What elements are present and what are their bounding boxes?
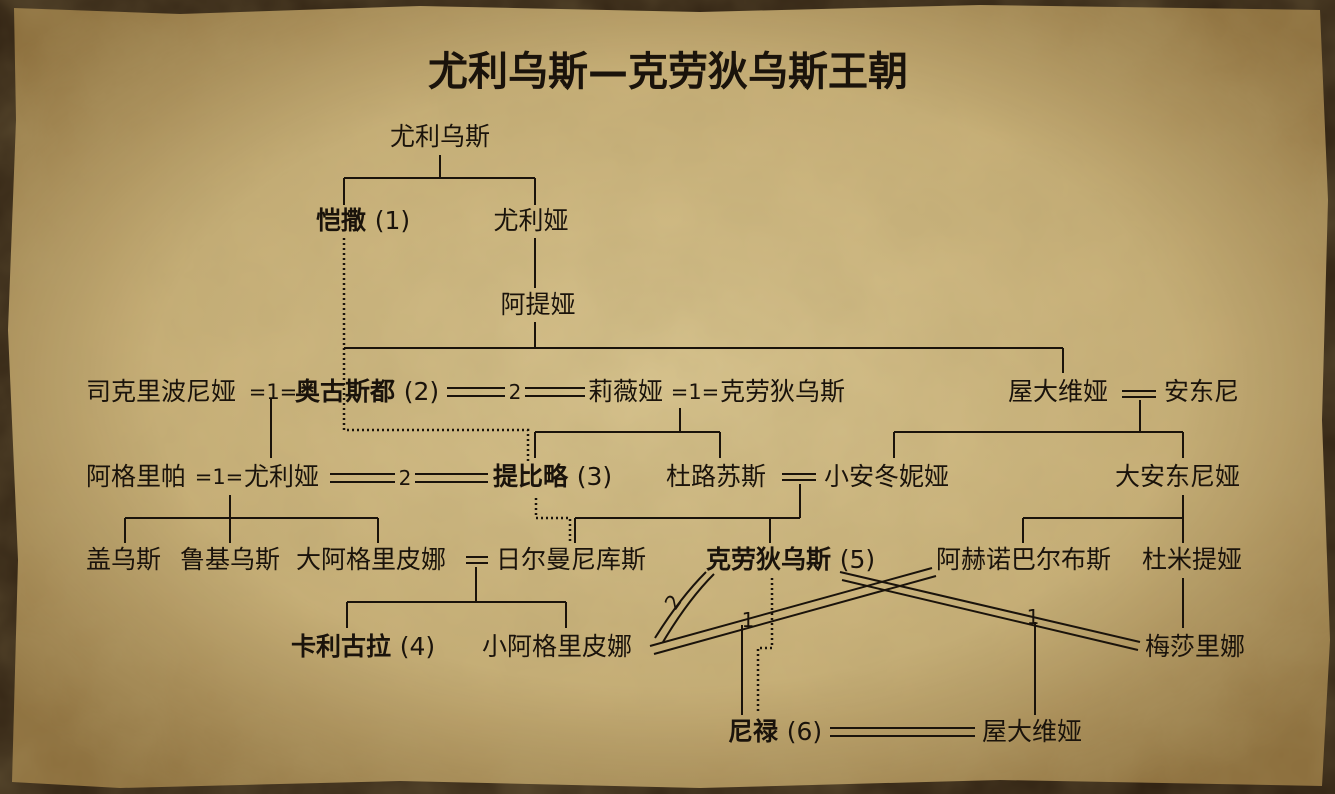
person-octavia: 屋大维娅 [1008,377,1109,406]
person-octavia-daughter: 屋大维娅 [982,717,1083,746]
person-livia: 莉薇娅 [588,377,664,406]
page-title: 尤利乌斯—克劳狄乌斯王朝 [428,49,908,95]
person-augustus: 奥古斯都 (2) [295,377,440,406]
marriage-label-augustus-livia: 2 [508,380,522,404]
person-julia-sister: 尤利娅 [493,206,569,235]
person-domitia: 杜米提娅 [1142,545,1243,574]
person-drusus: 杜路苏斯 [666,462,767,491]
person-agrippina-minor: 小阿格里皮娜 [482,632,633,661]
person-agrippa: 阿格里帕 [86,462,187,491]
person-messalina: 梅莎里娜 [1145,632,1246,661]
marriage-label-scribonia-augustus: =1= [248,380,298,404]
person-caesar: 恺撒 (1) [316,206,411,235]
person-julia-daughter: 尤利娅 [244,462,320,491]
person-scribonia: 司克里波尼娅 [86,377,237,406]
person-tiberius: 提比略 (3) [493,462,613,491]
person-ahenobarbus: 阿赫诺巴尔布斯 [936,545,1112,574]
marriage-label-livia-claudius: =1= [670,380,720,404]
person-antony: 安东尼 [1164,377,1240,406]
person-gaius: 盖乌斯 [86,545,162,574]
marriage-label-ahenobarbus-agrippina: 1 [741,608,755,632]
person-nero: 尼禄 (6) [728,717,823,746]
marriage-label-agrippa-julia: =1= [194,465,244,489]
person-germanicus: 日尔曼尼库斯 [496,545,647,574]
person-caligula: 卡利古拉 (4) [291,632,436,661]
person-claudius: 克劳狄乌斯 (5) [706,545,876,574]
person-lucius: 鲁基乌斯 [180,545,281,574]
person-atia: 阿提娅 [500,290,576,319]
marriage-label-claudius-messalina: 1 [1026,605,1040,629]
person-antonia-major: 大安东尼娅 [1115,462,1241,491]
person-antonia-minor: 小安冬妮娅 [824,462,950,491]
person-julius: 尤利乌斯 [389,122,491,151]
person-agrippina-major: 大阿格里皮娜 [296,545,447,574]
marriage-label-julia-tiberius: 2 [398,466,412,490]
person-claudius-nero: 克劳狄乌斯 [720,377,846,406]
